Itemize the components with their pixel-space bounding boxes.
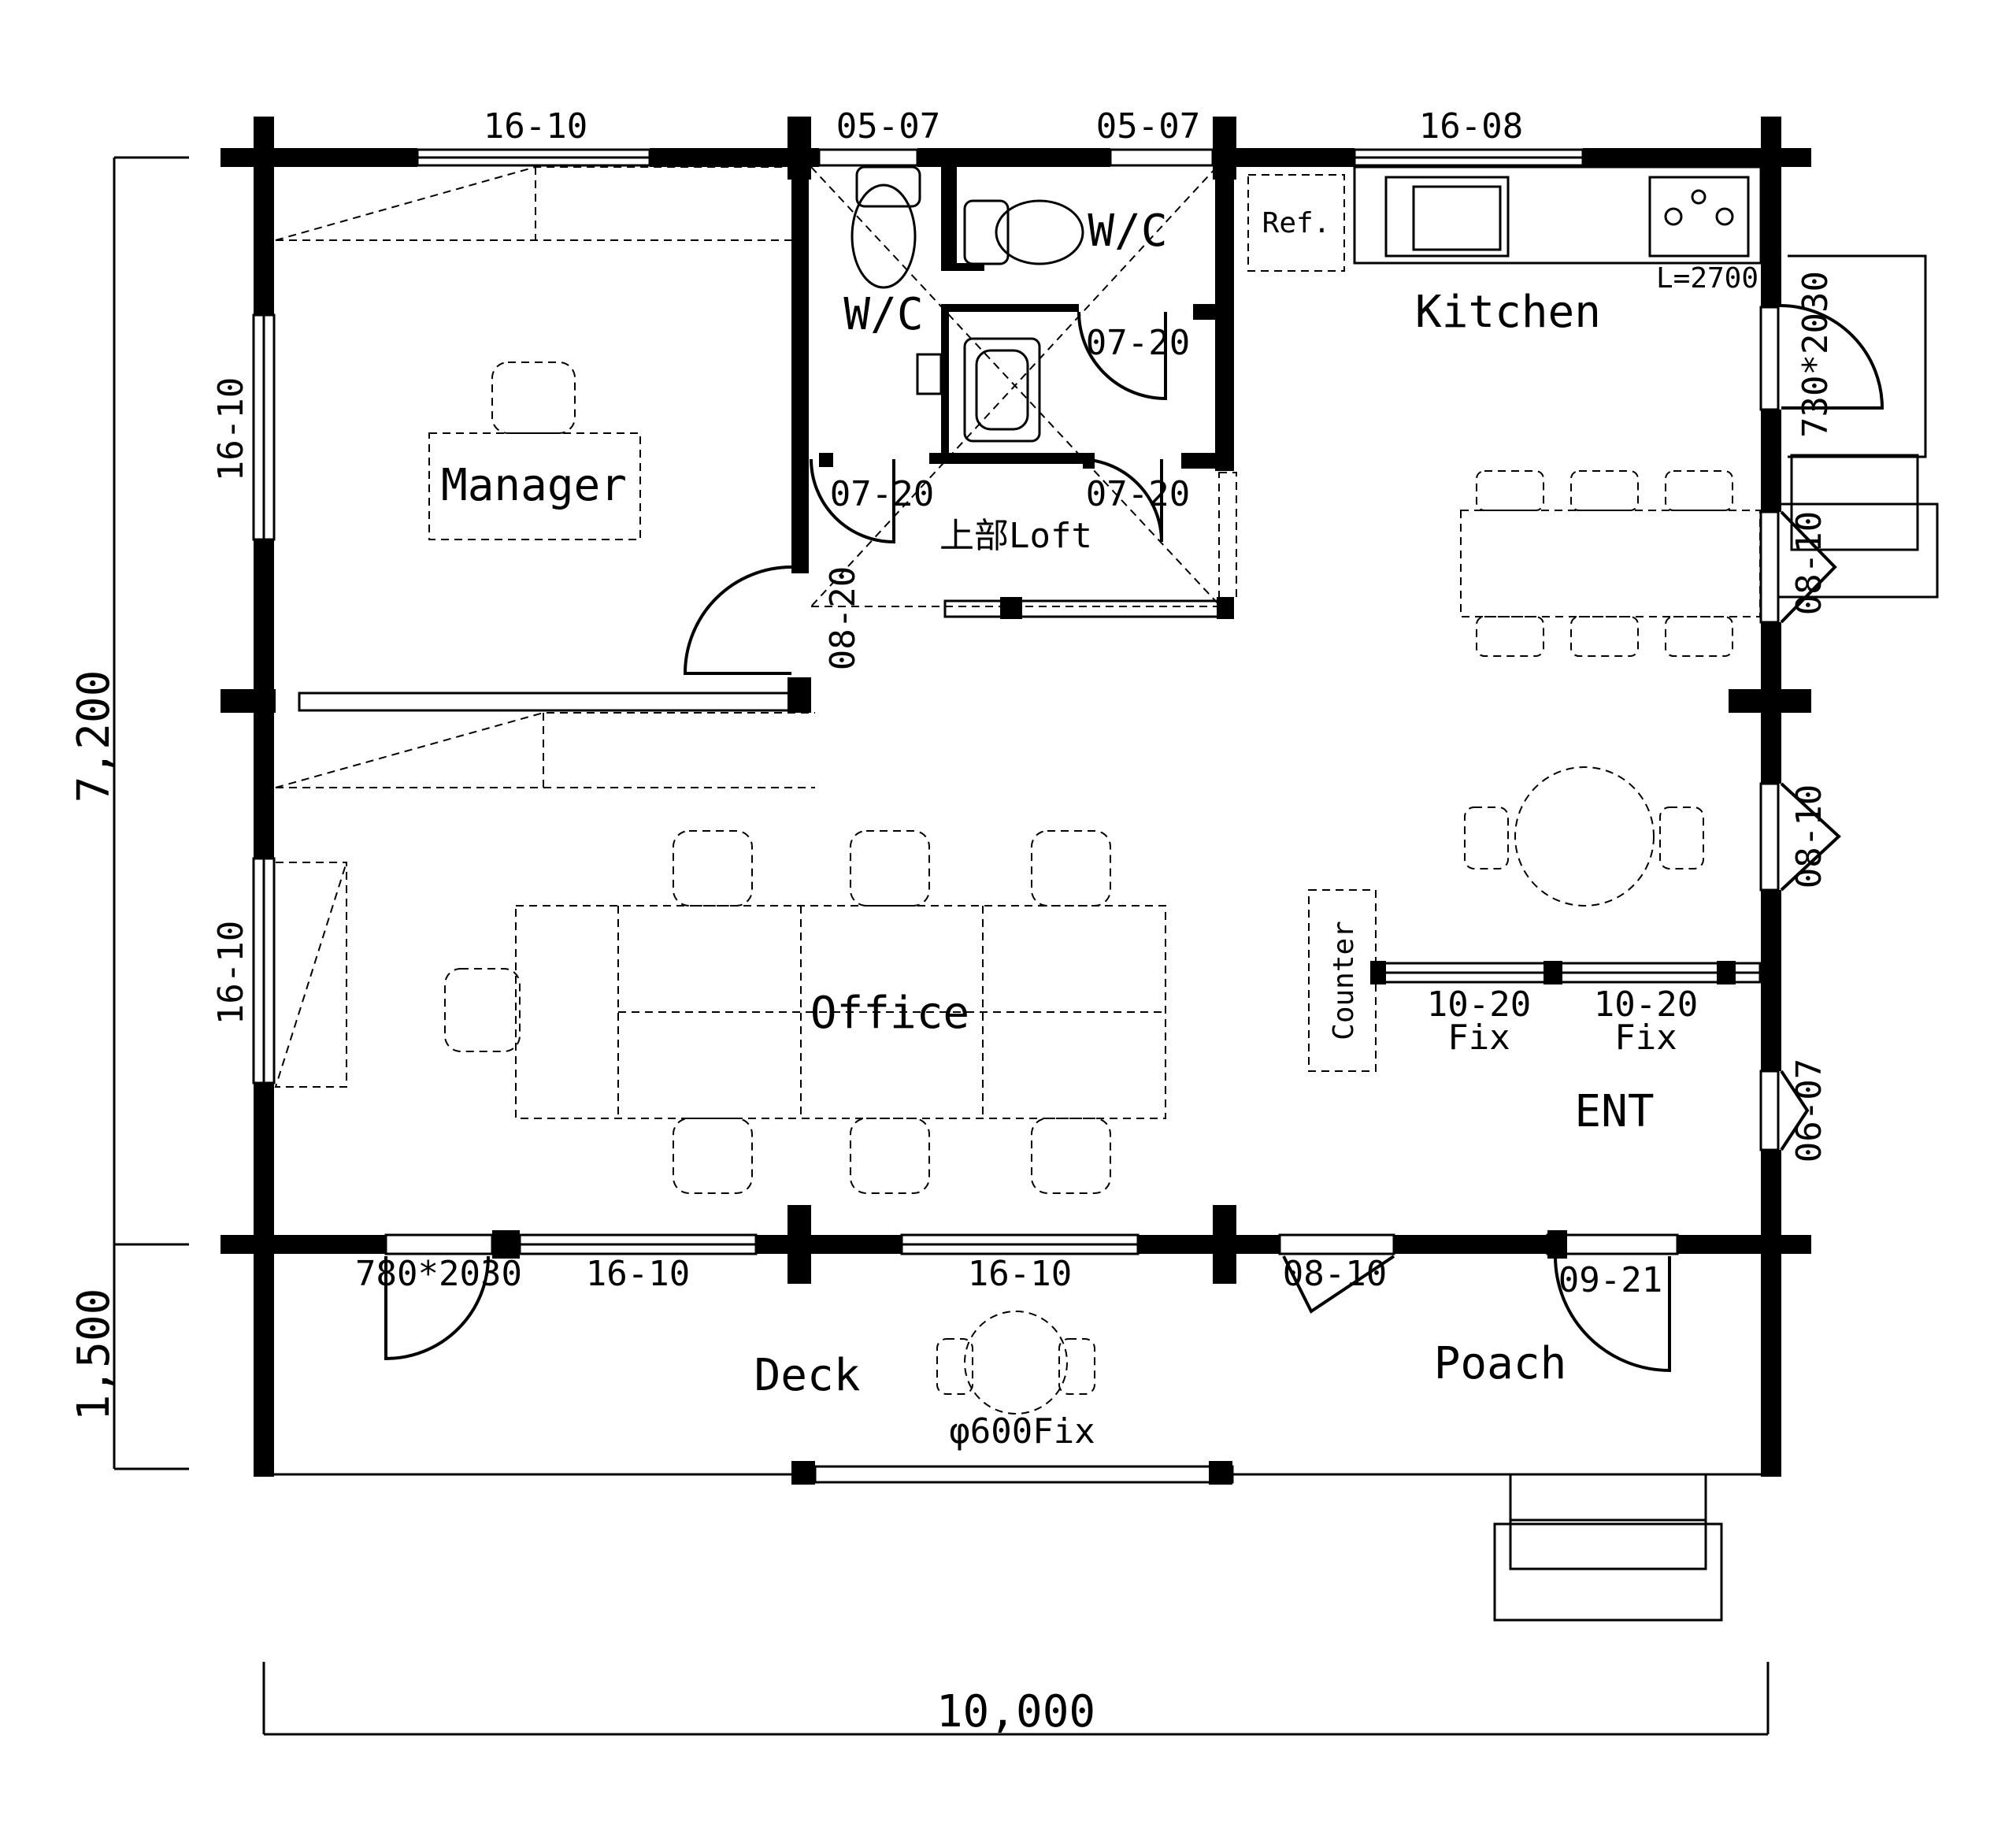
room-label-poach: Poach — [1434, 1338, 1567, 1389]
doors — [384, 304, 1884, 1373]
room-label-loft: 上部Loft — [939, 516, 1092, 556]
label-round-table: φ600Fix — [949, 1411, 1095, 1452]
opening-right-door: 730*2030 — [1796, 271, 1836, 438]
opening-fix1: 10-20 — [1427, 984, 1531, 1025]
label-kitchen-length: L=2700 — [1656, 262, 1758, 295]
furniture — [274, 166, 1761, 1415]
opening-right-win3: 06-07 — [1789, 1059, 1829, 1162]
opening-top-wc2: 05-07 — [1096, 106, 1200, 146]
room-label-ent: ENT — [1574, 1086, 1654, 1137]
opening-bottom-door: 780*2030 — [355, 1254, 522, 1294]
opening-fix2: 10-20 — [1594, 984, 1698, 1025]
label-ref: Ref. — [1262, 207, 1331, 239]
room-label-deck: Deck — [754, 1350, 861, 1401]
label-counter: Counter — [1328, 921, 1360, 1040]
opening-fix1-b: Fix — [1447, 1018, 1510, 1058]
dimension-height-main: 7,200 — [69, 670, 120, 803]
dimension-lines — [113, 156, 1770, 1736]
room-label-wc-left: W/C — [843, 289, 923, 340]
opening-bottom-win1: 16-10 — [586, 1254, 690, 1294]
opening-left-lower: 16-10 — [211, 921, 251, 1025]
dimension-width: 10,000 — [936, 1686, 1095, 1737]
opening-left-upper: 16-10 — [211, 377, 251, 481]
opening-bottom-win2: 16-10 — [968, 1254, 1072, 1294]
room-label-wc-right: W/C — [1088, 206, 1167, 257]
room-label-kitchen: Kitchen — [1415, 287, 1601, 338]
room-label-manager: Manager — [441, 460, 627, 511]
opening-top-kitchen: 16-08 — [1419, 106, 1523, 146]
walls — [220, 117, 1811, 1485]
opening-right-win2: 08-10 — [1789, 784, 1829, 888]
opening-wc-door-right2: 07-20 — [1086, 474, 1190, 514]
opening-bottom-win3: 08-10 — [1283, 1254, 1387, 1294]
opening-manager-door: 08-20 — [823, 566, 863, 670]
dimension-height-deck: 1,500 — [69, 1288, 120, 1422]
windows — [252, 148, 1780, 1484]
room-label-office: Office — [810, 988, 969, 1039]
opening-fix2-b: Fix — [1614, 1018, 1677, 1058]
opening-wc-door-right1: 07-20 — [1086, 323, 1190, 363]
wc-fixtures — [850, 165, 1084, 443]
plan-outlines — [264, 254, 1939, 1622]
opening-wc-door-left: 07-20 — [830, 474, 934, 514]
opening-top-manager: 16-10 — [484, 106, 587, 146]
opening-top-wc1: 05-07 — [836, 106, 940, 146]
kitchen-fixtures — [1353, 165, 1762, 265]
opening-bottom-door2: 09-21 — [1558, 1260, 1662, 1300]
opening-right-win1: 08-10 — [1789, 511, 1829, 615]
